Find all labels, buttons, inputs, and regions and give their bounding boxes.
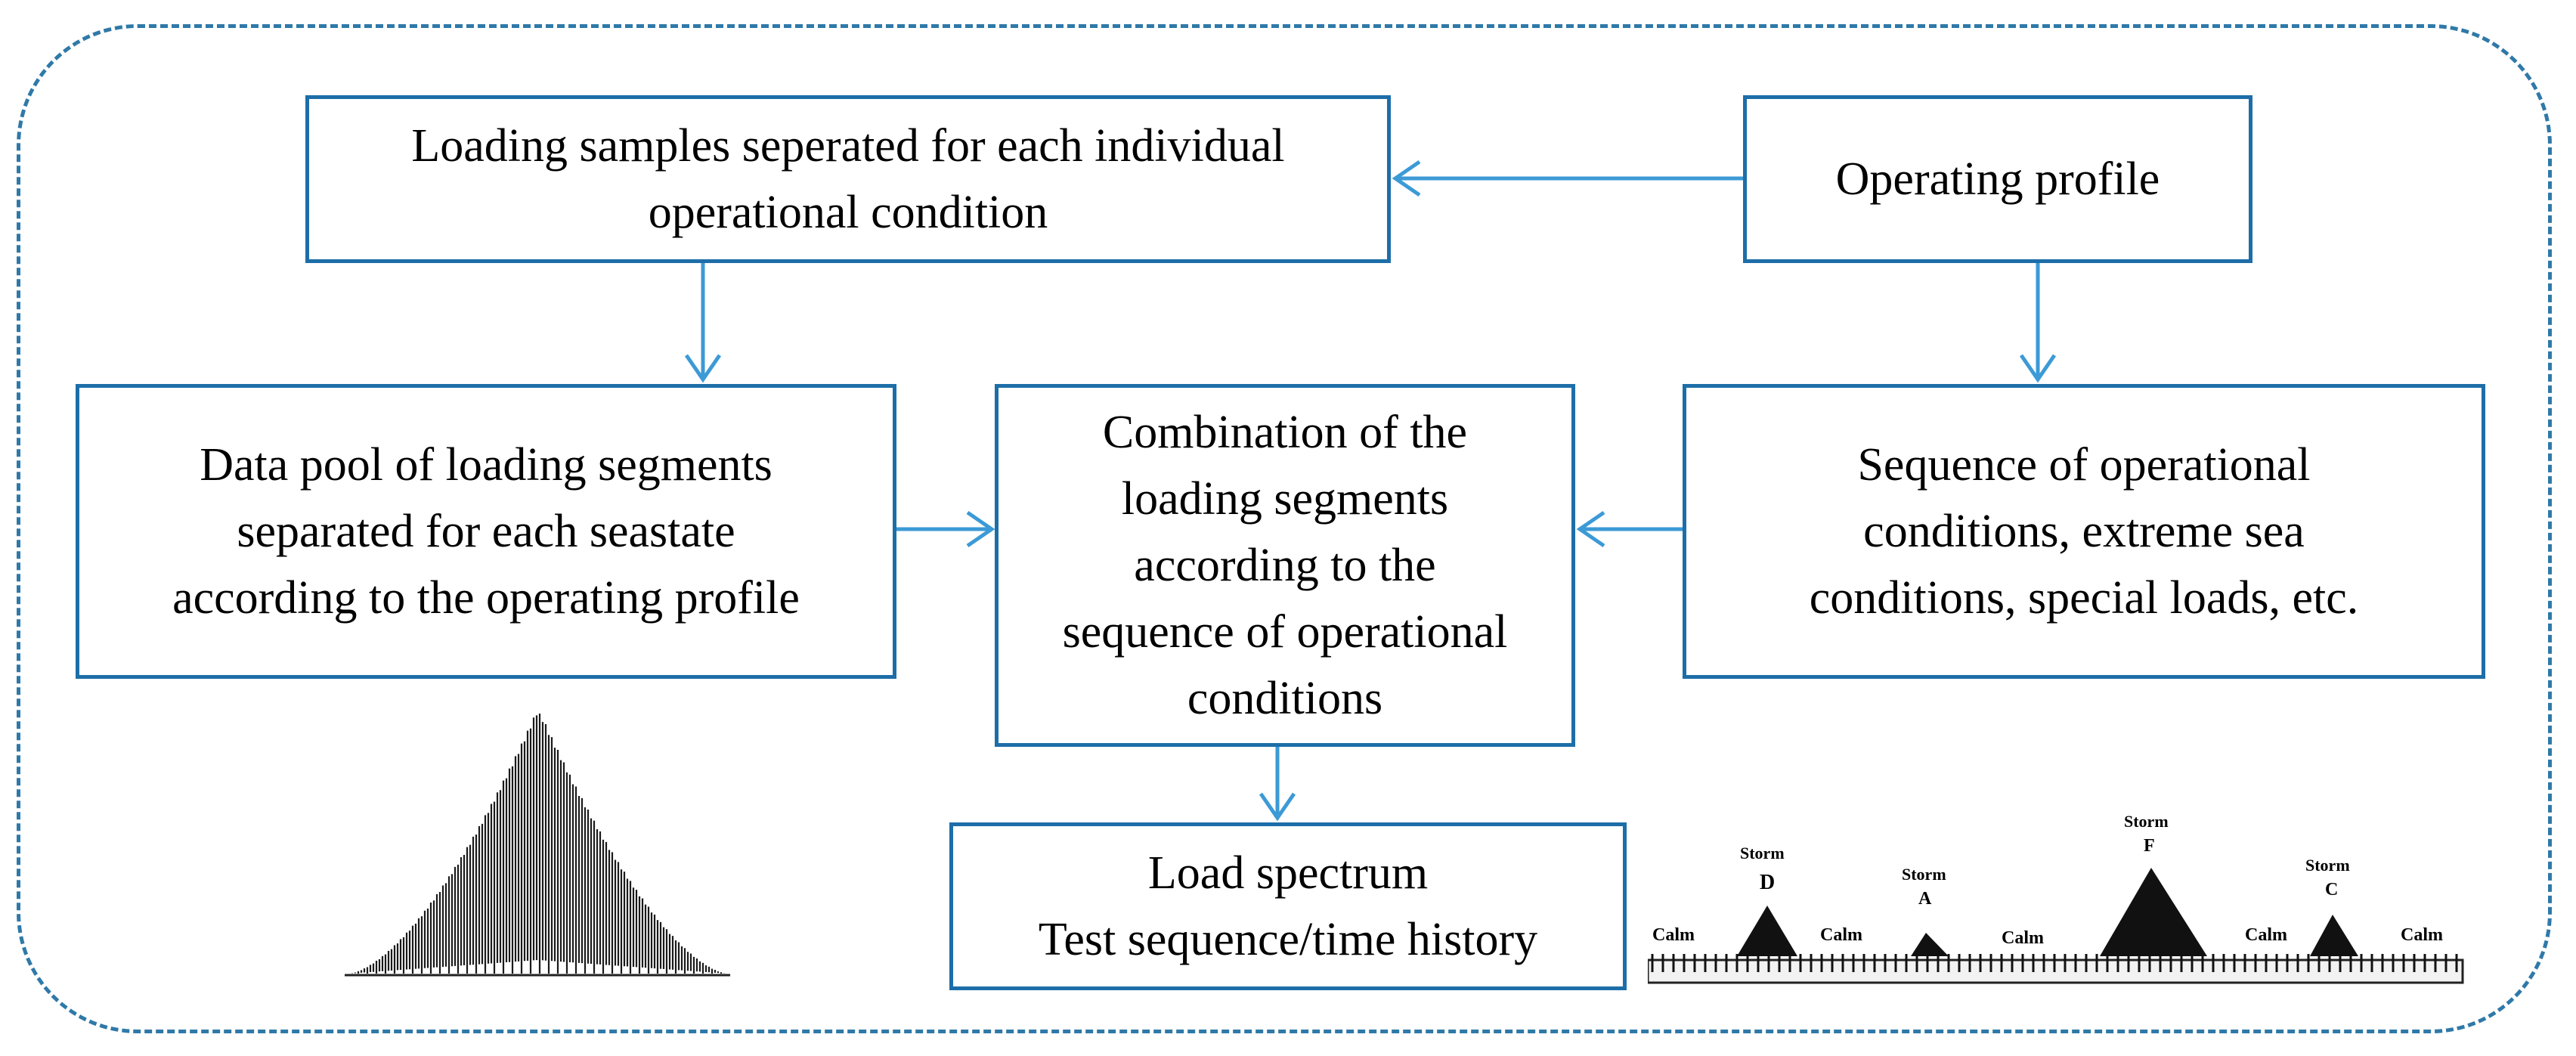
loading-samples-line-1: Loading samples seperated for each indiv… xyxy=(411,120,1285,172)
dashed-frame xyxy=(17,24,2552,1033)
data-pool-line-1: Data pool of loading segments xyxy=(200,439,772,491)
storm-c-peak xyxy=(2310,915,2358,956)
loading-samples-line-2: operational condition xyxy=(648,187,1048,238)
operating-profile-label: Operating profile xyxy=(1835,153,2160,205)
load-spectrum-line-1: Load spectrum xyxy=(1147,847,1429,899)
load-spectrum-line-2: Test sequence/time history xyxy=(1038,914,1538,965)
storm-d-word: Storm xyxy=(1740,844,1785,862)
combination-line-2: loading segments xyxy=(1121,473,1449,525)
storm-c-letter: C xyxy=(2325,880,2338,900)
storm-f-peak xyxy=(2100,868,2207,956)
operating-profile-box: Operating profile xyxy=(1743,95,2252,263)
data-pool-line-3: according to the operating profile xyxy=(172,572,800,624)
sequence-line-3: conditions, special loads, etc. xyxy=(1809,572,2359,624)
storm-f-word: Storm xyxy=(2124,812,2169,831)
combination-line-4: sequence of operational xyxy=(1062,606,1508,658)
storm-f-letter: F xyxy=(2144,836,2155,856)
calm-label-3: Calm xyxy=(2002,928,2044,948)
combination-line-5: conditions xyxy=(1187,673,1383,724)
storm-c-word: Storm xyxy=(2305,856,2350,875)
storm-a-letter: A xyxy=(1918,889,1932,909)
spectrum-pyramid-image xyxy=(345,714,730,977)
storm-a-word: Storm xyxy=(1902,865,1946,884)
calm-label-4: Calm xyxy=(2245,925,2287,945)
calm-label-2: Calm xyxy=(1820,925,1862,945)
loading-samples-box: Loading samples seperated for each indiv… xyxy=(305,95,1391,263)
sequence-box: Sequence of operational conditions, extr… xyxy=(1683,384,2485,679)
storm-a-peak xyxy=(1911,933,1949,956)
combination-line-3: according to the xyxy=(1134,540,1436,591)
data-pool-line-2: separated for each seastate xyxy=(237,506,735,557)
calm-label-1: Calm xyxy=(1652,925,1695,945)
storm-sequence-image: Calm Calm Calm Calm Calm Storm D Storm A… xyxy=(1648,812,2464,984)
combination-box: Combination of the loading segments acco… xyxy=(995,384,1575,747)
calm-label-5: Calm xyxy=(2401,925,2443,945)
data-pool-box: Data pool of loading segments separated … xyxy=(76,384,896,679)
load-spectrum-box: Load spectrum Test sequence/time history xyxy=(949,822,1627,990)
sequence-line-1: Sequence of operational xyxy=(1857,439,2311,491)
sequence-line-2: conditions, extreme sea xyxy=(1863,506,2305,557)
storm-d-peak xyxy=(1737,906,1797,956)
combination-line-1: Combination of the xyxy=(1102,407,1468,458)
storm-d-letter: D xyxy=(1760,871,1775,894)
